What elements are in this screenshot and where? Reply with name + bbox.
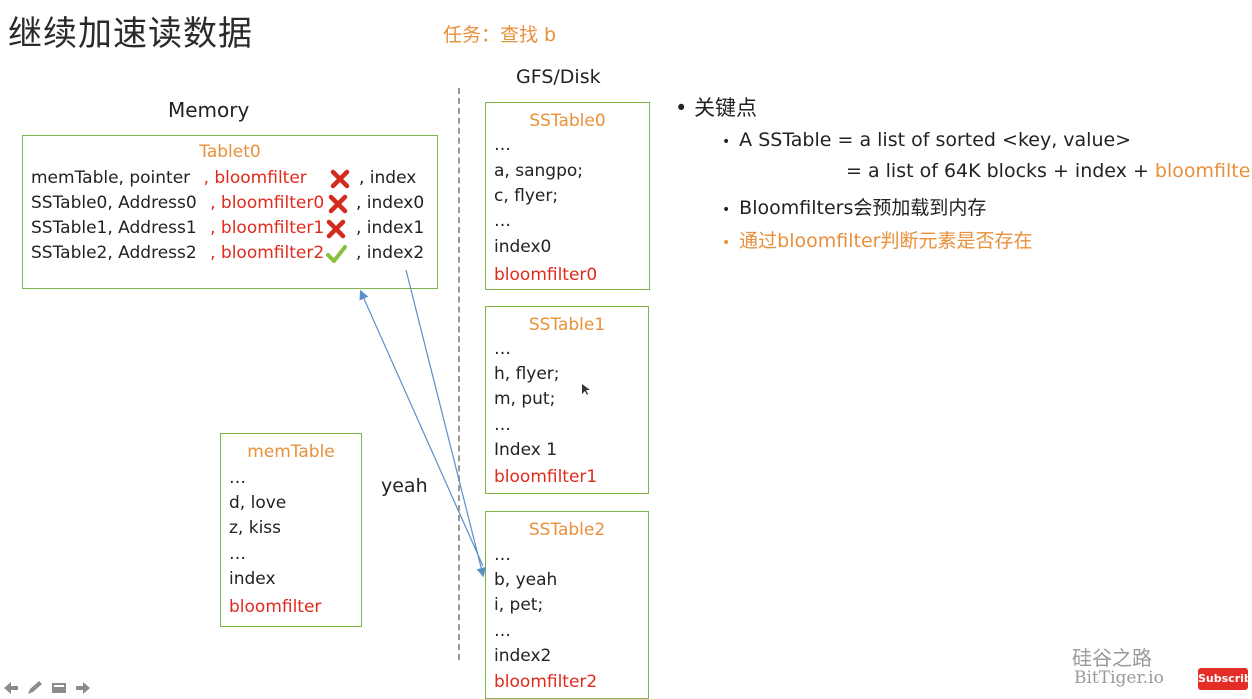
slides-icon[interactable] (50, 680, 68, 696)
sstable-line: … (494, 545, 511, 565)
row-index: , index0 (356, 193, 425, 213)
sstable-line: index2 (494, 646, 552, 666)
sstable1-title: SSTable1 (528, 315, 606, 335)
memtable-box: memTable … d, love z, kiss … index bloom… (220, 433, 362, 627)
key-points-heading: • 关键点 (675, 96, 758, 120)
tablet0-box: Tablet0 memTable, pointer , bloomfilter … (22, 135, 438, 289)
note-check-existence: • 通过bloomfilter判断元素是否存在 (722, 230, 1033, 252)
sstable-line: … (494, 135, 511, 155)
sstable-line: c, flyer; (494, 186, 559, 206)
sstable-line: m, put; (494, 389, 556, 409)
row-name: memTable, pointer (31, 168, 191, 188)
memtable-line: z, kiss (229, 518, 282, 538)
arrow-to-sstable2 (405, 269, 486, 578)
tablet-row-sstable1: SSTable1, Address1 , bloomfilter1 (31, 218, 324, 238)
yeah-label: yeah (381, 475, 428, 497)
cross-icon (330, 169, 350, 189)
sstable-bloomfilter: bloomfilter1 (494, 467, 598, 487)
sstable-line: … (494, 339, 511, 359)
watermark-en: BitTiger.io (1074, 668, 1164, 688)
sstable-line: a, sangpo; (494, 161, 583, 181)
slide-title: 继续加速读数据 (8, 14, 253, 54)
task-label: 任务：查找 b (443, 24, 557, 46)
sstable-line: h, flyer; (494, 364, 560, 384)
tablet-row-sstable0: SSTable0, Address0 , bloomfilter0 (31, 193, 324, 213)
sstable-line: i, pet; (494, 595, 544, 615)
memory-label: Memory (168, 98, 250, 122)
memtable-line: … (229, 544, 246, 564)
bullet-icon: • (722, 235, 740, 251)
row-filter: , bloomfilter2 (210, 243, 325, 263)
note-preload: • Bloomfilters会预加载到内存 (722, 197, 987, 219)
cross-icon (328, 194, 348, 214)
sstable-line: index0 (494, 237, 552, 257)
mouse-cursor-icon (582, 384, 590, 395)
sstable-bloomfilter: bloomfilter2 (494, 672, 598, 692)
sstable0-box: SSTable0 … a, sangpo; c, flyer; … index0… (485, 102, 650, 290)
row-index: , index1 (356, 218, 425, 238)
sstable0-title: SSTable0 (529, 111, 606, 131)
watermark-cn: 硅谷之路 (1072, 646, 1152, 670)
row-name: SSTable0, Address0 (31, 193, 197, 213)
row-name: SSTable1, Address1 (31, 218, 197, 238)
sstable-line: … (494, 211, 511, 231)
note-sstable-def: • A SSTable = a list of sorted <key, val… (722, 129, 1132, 151)
memtable-line: … (229, 468, 246, 488)
memtable-bloomfilter: bloomfilter (229, 597, 322, 617)
sstable-line: … (494, 415, 511, 435)
memtable-line: d, love (229, 493, 287, 513)
row-index: , index2 (356, 243, 425, 263)
sstable-bloomfilter: bloomfilter0 (494, 265, 598, 285)
gfs-disk-label: GFS/Disk (516, 66, 601, 88)
tablet-row-memtable: memTable, pointer , bloomfilter (31, 168, 307, 188)
memtable-line: index (229, 569, 276, 589)
bullet-icon: • (722, 134, 740, 150)
tablet0-title: Tablet0 (199, 142, 261, 162)
row-filter: , bloomfilter1 (210, 218, 325, 238)
sstable1-box: SSTable1 … h, flyer; m, put; … Index 1 b… (485, 306, 649, 494)
pen-icon[interactable] (26, 680, 44, 696)
memtable-title: memTable (247, 442, 335, 462)
memory-disk-divider (458, 88, 460, 660)
sstable2-title: SSTable2 (528, 520, 606, 540)
bullet-icon: • (722, 202, 740, 218)
row-filter: , bloomfilter0 (210, 193, 325, 213)
sstable-line: Index 1 (494, 440, 558, 460)
note-sstable-def-cont: = a list of 64K blocks + index + bloomfi… (846, 160, 1252, 182)
subscribe-button[interactable]: Subscribe (1198, 668, 1252, 690)
cross-icon (326, 219, 346, 239)
row-filter: , bloomfilter (203, 168, 307, 188)
arrow-to-tablet (359, 289, 484, 567)
slide-controls (2, 678, 92, 698)
tablet-row-sstable2: SSTable2, Address2 , bloomfilter2 (31, 243, 324, 263)
check-icon (326, 245, 347, 263)
sstable-line: … (494, 621, 511, 641)
bullet-icon: • (675, 96, 695, 120)
back-icon[interactable] (2, 680, 20, 696)
sstable-line: b, yeah (494, 570, 558, 590)
sstable2-box: SSTable2 … b, yeah i, pet; … index2 bloo… (485, 511, 649, 699)
forward-icon[interactable] (74, 680, 92, 696)
row-name: SSTable2, Address2 (31, 243, 197, 263)
row-index: , index (359, 168, 417, 188)
